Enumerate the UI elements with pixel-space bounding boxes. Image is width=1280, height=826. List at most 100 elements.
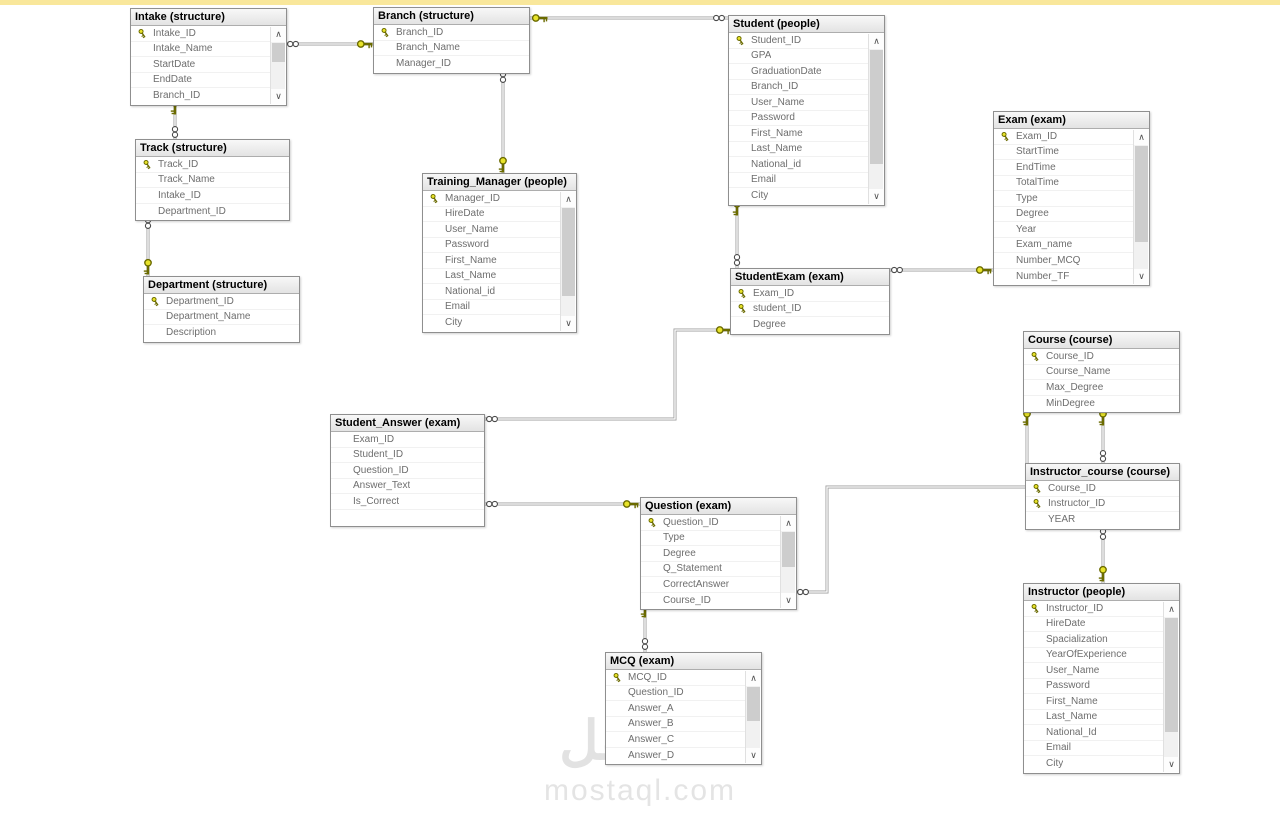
table-row[interactable]: Intake_Name (131, 42, 270, 57)
table-row[interactable]: Branch_ID (729, 80, 868, 95)
table-row[interactable]: User_Name (1024, 663, 1163, 679)
table-row[interactable]: City (729, 188, 868, 204)
table-row[interactable]: Number_TF (994, 269, 1133, 285)
scroll-down-icon[interactable]: ∨ (869, 188, 884, 204)
scrollbar[interactable]: ∧∨ (1163, 602, 1179, 772)
table-row[interactable]: Exam_ID (731, 286, 889, 302)
table-row[interactable]: Intake_ID (136, 188, 289, 204)
table-row[interactable]: National_id (423, 284, 560, 300)
table-row[interactable]: Branch_ID (374, 25, 529, 41)
relationship-connector-course-instructorcourse[interactable] (1098, 408, 1107, 466)
table-row[interactable]: Max_Degree (1024, 380, 1179, 396)
table-row[interactable]: EndTime (994, 160, 1133, 176)
relationship-connector-branch-student[interactable] (527, 14, 731, 23)
table-row[interactable]: MCQ_ID (606, 670, 745, 686)
table-title-department[interactable]: Department (structure) (144, 277, 299, 294)
table-row[interactable]: Email (729, 173, 868, 188)
table-row[interactable]: Number_MCQ (994, 253, 1133, 269)
relationship-connector-student-studentexam[interactable] (732, 197, 741, 271)
scroll-down-icon[interactable]: ∨ (561, 315, 576, 331)
table-row[interactable]: Answer_D (606, 748, 745, 764)
relationship-connector-instructorcourse-instructor[interactable] (1098, 525, 1107, 586)
scroll-up-icon[interactable]: ∧ (561, 192, 576, 207)
table-row[interactable]: Department_ID (144, 294, 299, 310)
table-row[interactable]: First_Name (423, 253, 560, 269)
table-row[interactable]: Exam_ID (994, 129, 1133, 145)
table-row[interactable]: User_Name (423, 222, 560, 238)
table-title-instructor-course[interactable]: Instructor_course (course) (1026, 464, 1179, 481)
relationship-connector-studentanswer-question[interactable] (482, 500, 643, 509)
scrollbar-thumb[interactable] (747, 687, 760, 721)
table-row[interactable]: Question_ID (331, 463, 484, 479)
table-title-track[interactable]: Track (structure) (136, 140, 289, 157)
table-row[interactable]: Department_Name (144, 310, 299, 325)
table-row[interactable]: Q_Statement (641, 562, 780, 577)
table-row[interactable]: National_id (729, 157, 868, 173)
table-title-student-answer[interactable]: Student_Answer (exam) (331, 415, 484, 432)
table-row[interactable]: Spacialization (1024, 632, 1163, 648)
table-row[interactable]: Branch_ID (131, 88, 270, 104)
table-row[interactable]: Answer_B (606, 717, 745, 732)
table-title-branch[interactable]: Branch (structure) (374, 8, 529, 25)
table-row[interactable]: Course_ID (641, 593, 780, 609)
scroll-down-icon[interactable]: ∨ (271, 88, 286, 104)
table-row[interactable]: Answer_C (606, 732, 745, 748)
table-row[interactable]: National_Id (1024, 725, 1163, 741)
table-row[interactable]: CorrectAnswer (641, 577, 780, 593)
table-row[interactable]: Email (423, 300, 560, 315)
table-row[interactable]: Exam_ID (331, 432, 484, 448)
table-row[interactable] (331, 510, 484, 526)
table-row[interactable]: StartDate (131, 57, 270, 73)
table-row[interactable]: Is_Correct (331, 494, 484, 510)
table-row[interactable]: student_ID (731, 302, 889, 317)
table-row[interactable]: MinDegree (1024, 396, 1179, 412)
table-row[interactable]: First_Name (1024, 694, 1163, 710)
table-title-exam[interactable]: Exam (exam) (994, 112, 1149, 129)
scrollbar[interactable]: ∧∨ (270, 27, 286, 104)
relationship-connector-studentexam-studentanswer[interactable] (482, 326, 733, 423)
scrollbar-thumb[interactable] (870, 50, 883, 164)
scroll-up-icon[interactable]: ∧ (1164, 602, 1179, 617)
table-row[interactable]: Intake_ID (131, 26, 270, 42)
scrollbar[interactable]: ∧∨ (1133, 130, 1149, 284)
table-row[interactable]: Manager_ID (423, 191, 560, 207)
relationship-connector-question-course[interactable] (794, 408, 1031, 596)
table-title-training-manager[interactable]: Training_Manager (people) (423, 174, 576, 191)
table-row[interactable]: Password (423, 238, 560, 253)
scroll-up-icon[interactable]: ∧ (1134, 130, 1149, 145)
table-row[interactable]: Year (994, 222, 1133, 238)
table-row[interactable]: Type (994, 191, 1133, 207)
table-row[interactable]: TotalTime (994, 176, 1133, 191)
relationship-connector-intake-branch[interactable] (284, 40, 376, 49)
table-title-course[interactable]: Course (course) (1024, 332, 1179, 349)
table-row[interactable]: Course_ID (1026, 481, 1179, 497)
table-row[interactable]: First_Name (729, 126, 868, 142)
table-row[interactable]: Track_ID (136, 157, 289, 173)
table-row[interactable]: Password (1024, 679, 1163, 694)
table-row[interactable]: User_Name (729, 95, 868, 111)
table-row[interactable]: Question_ID (606, 686, 745, 701)
table-row[interactable]: Department_ID (136, 204, 289, 220)
scrollbar-thumb[interactable] (1135, 146, 1148, 242)
scrollbar-thumb[interactable] (782, 532, 795, 568)
scrollbar[interactable]: ∧∨ (868, 34, 884, 204)
table-row[interactable]: Degree (641, 546, 780, 562)
table-row[interactable]: Exam_name (994, 238, 1133, 253)
table-row[interactable]: Email (1024, 741, 1163, 756)
table-row[interactable]: Degree (731, 317, 889, 333)
scrollbar-thumb[interactable] (562, 208, 575, 297)
scroll-up-icon[interactable]: ∧ (781, 516, 796, 531)
table-title-mcq[interactable]: MCQ (exam) (606, 653, 761, 670)
table-row[interactable]: GPA (729, 49, 868, 64)
relationship-connector-track-department[interactable] (143, 213, 152, 279)
table-row[interactable]: Answer_Text (331, 479, 484, 494)
